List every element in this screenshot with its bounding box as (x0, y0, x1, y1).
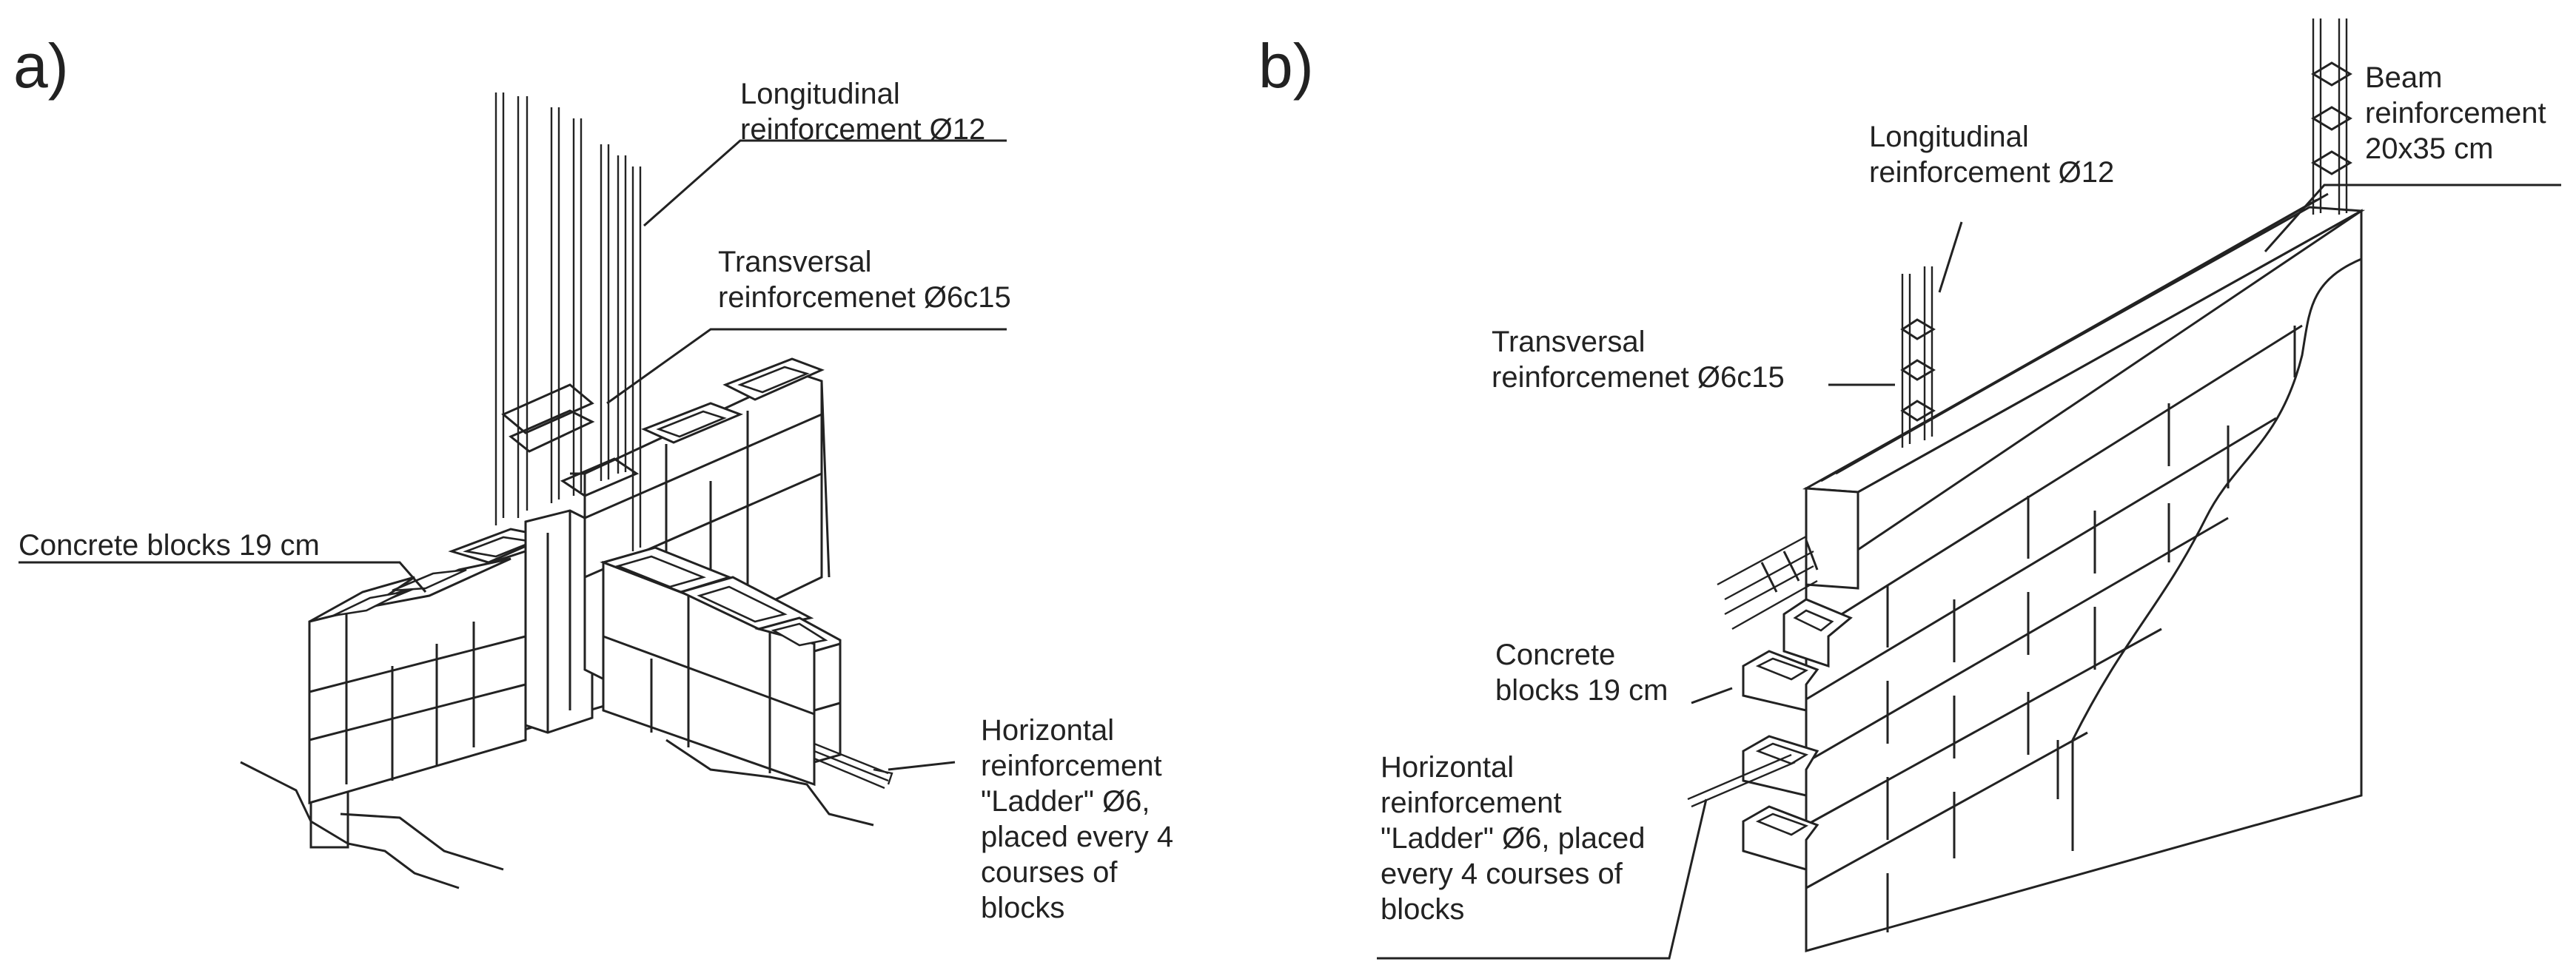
svg-text:Beam: Beam (2365, 61, 2443, 94)
panel-a: a) (13, 31, 1173, 924)
panel-b: b) (1258, 18, 2561, 960)
svg-text:"Ladder" Ø6,: "Ladder" Ø6, (981, 785, 1150, 818)
svg-text:blocks 19 cm: blocks 19 cm (1495, 674, 1668, 707)
panel-b-wall (1805, 209, 2363, 952)
panel-b-callout-transversal: Transversal reinforcemenet Ø6c15 (1492, 326, 1895, 394)
panel-a-callout-longitudinal: Longitudinal reinforcement Ø12 (643, 78, 1007, 227)
panel-b-callout-blocks: Concrete blocks 19 cm (1495, 639, 1733, 707)
panel-b-end-blocks (1687, 598, 1853, 872)
panel-a-callout-transversal: Transversal reinforcemenet Ø6c15 (606, 246, 1011, 405)
panel-b-callout-horizontal: Horizontal reinforcement "Ladder" Ø6, pl… (1377, 751, 1708, 960)
panel-b-callout-longitudinal: Longitudinal reinforcement Ø12 (1869, 121, 2114, 293)
svg-text:blocks: blocks (981, 892, 1064, 924)
panel-b-beam-column-bars (2311, 18, 2352, 215)
panel-a-label: a) (13, 31, 69, 101)
panel-a-ladder-bars (814, 742, 893, 790)
svg-text:Concrete: Concrete (1495, 639, 1615, 671)
svg-text:every 4 courses of: every 4 courses of (1381, 858, 1623, 890)
svg-text:Horizontal: Horizontal (1381, 751, 1514, 784)
svg-text:Transversal: Transversal (718, 246, 871, 278)
svg-text:blocks: blocks (1381, 893, 1464, 926)
svg-text:Longitudinal: Longitudinal (740, 78, 900, 110)
panel-a-longitudinal-bars (494, 92, 642, 551)
svg-text:Transversal: Transversal (1492, 326, 1645, 358)
svg-text:placed every 4: placed every 4 (981, 821, 1173, 853)
svg-text:reinforcemenet Ø6c15: reinforcemenet Ø6c15 (1492, 361, 1785, 394)
svg-text:reinforcemenet Ø6c15: reinforcemenet Ø6c15 (718, 281, 1011, 314)
panel-b-callout-beam: Beam reinforcement 20x35 cm (2264, 61, 2561, 252)
svg-text:Horizontal: Horizontal (981, 714, 1114, 747)
svg-text:Concrete blocks 19 cm: Concrete blocks 19 cm (19, 529, 320, 562)
panel-b-mid-column-bars (1900, 266, 1936, 448)
svg-text:reinforcement Ø12: reinforcement Ø12 (1869, 156, 2114, 189)
svg-text:Longitudinal: Longitudinal (1869, 121, 2029, 153)
svg-text:reinforcement: reinforcement (1381, 787, 1562, 819)
panel-a-callout-blocks: Concrete blocks 19 cm (19, 529, 427, 593)
svg-text:reinforcement Ø12: reinforcement Ø12 (740, 113, 985, 146)
panel-b-left-beam-bars (1717, 535, 1819, 630)
svg-text:reinforcement: reinforcement (2365, 97, 2546, 129)
panel-a-right-wall (600, 546, 842, 787)
panel-a-left-wall (308, 528, 551, 804)
panel-b-label: b) (1258, 31, 1314, 101)
panel-b-beam (1802, 192, 2366, 590)
svg-text:"Ladder" Ø6, placed: "Ladder" Ø6, placed (1381, 822, 1646, 855)
svg-text:courses of: courses of (981, 856, 1118, 889)
svg-text:20x35 cm: 20x35 cm (2365, 132, 2493, 165)
svg-text:reinforcement: reinforcement (981, 750, 1162, 782)
panel-a-callout-horizontal: Horizontal reinforcement "Ladder" Ø6, pl… (888, 714, 1173, 924)
